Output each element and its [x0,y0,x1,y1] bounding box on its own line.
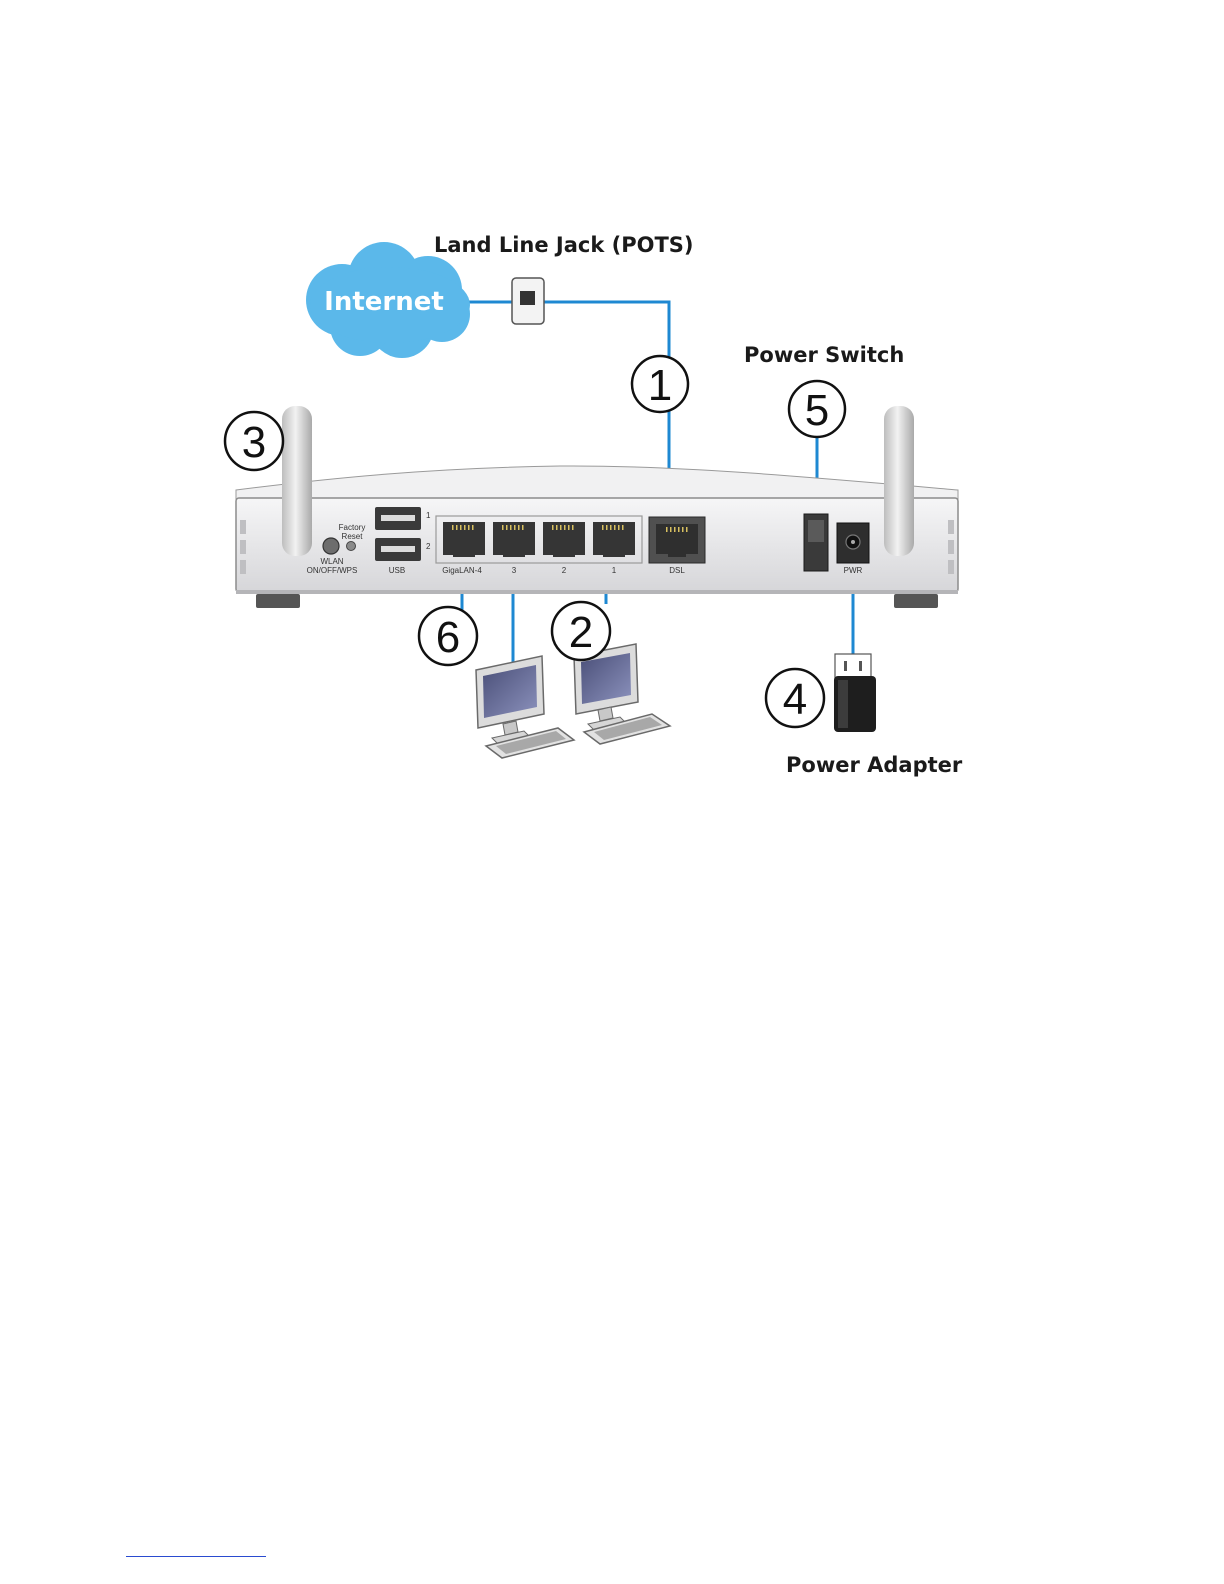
factory-label-line1: Factory [339,523,366,532]
dsl-port [649,517,705,563]
computer-left [476,656,574,758]
lan3-label: 3 [512,566,517,575]
callout-1-number: 1 [648,361,672,410]
land-line-jack [512,278,544,324]
factory-label-line2: Reset [342,532,364,541]
usb-1-label: 1 [426,511,431,520]
factory-reset-button [347,542,356,551]
callout-2: 2 [552,602,610,660]
callout-5-number: 5 [805,386,829,435]
callout-4-number: 4 [783,675,807,724]
power-adapter-label: Power Adapter [786,753,963,777]
wlan-label-line2: ON/OFF/WPS [307,566,358,575]
power-adapter [834,654,876,732]
dsl-label: DSL [669,566,685,575]
callout-3: 3 [225,412,283,470]
wlan-wps-button [323,538,339,554]
callout-6-number: 6 [436,613,460,662]
lan-port-4 [443,522,485,557]
internet-label: Internet [324,287,444,317]
lan1-label: 1 [612,566,617,575]
footnote-rule [126,1556,266,1557]
lan2-label: 2 [562,566,567,575]
router-foot-right [894,594,938,608]
antenna-left [282,406,312,556]
pwr-jack [837,523,869,563]
usb-label: USB [389,566,405,575]
lan-port-3 [493,522,535,557]
callout-6: 6 [419,607,477,665]
router-foot-left [256,594,300,608]
lan-port-2 [543,522,585,557]
usb-2-label: 2 [426,542,431,551]
power-switch [804,514,828,571]
internet-cloud: Internet [306,242,470,358]
lan4-label: GigaLAN-4 [442,566,482,575]
power-switch-label: Power Switch [744,343,904,367]
lan-port-1 [593,522,635,557]
antenna-right [884,406,914,556]
land-line-jack-label: Land Line Jack (POTS) [434,233,694,257]
callout-4: 4 [766,669,824,727]
callout-2-number: 2 [569,608,593,657]
callout-1: 1 [632,356,688,412]
pwr-label: PWR [844,566,863,575]
callout-5: 5 [789,381,845,437]
wlan-label-line1: WLAN [320,557,343,566]
callout-3-number: 3 [242,418,266,467]
